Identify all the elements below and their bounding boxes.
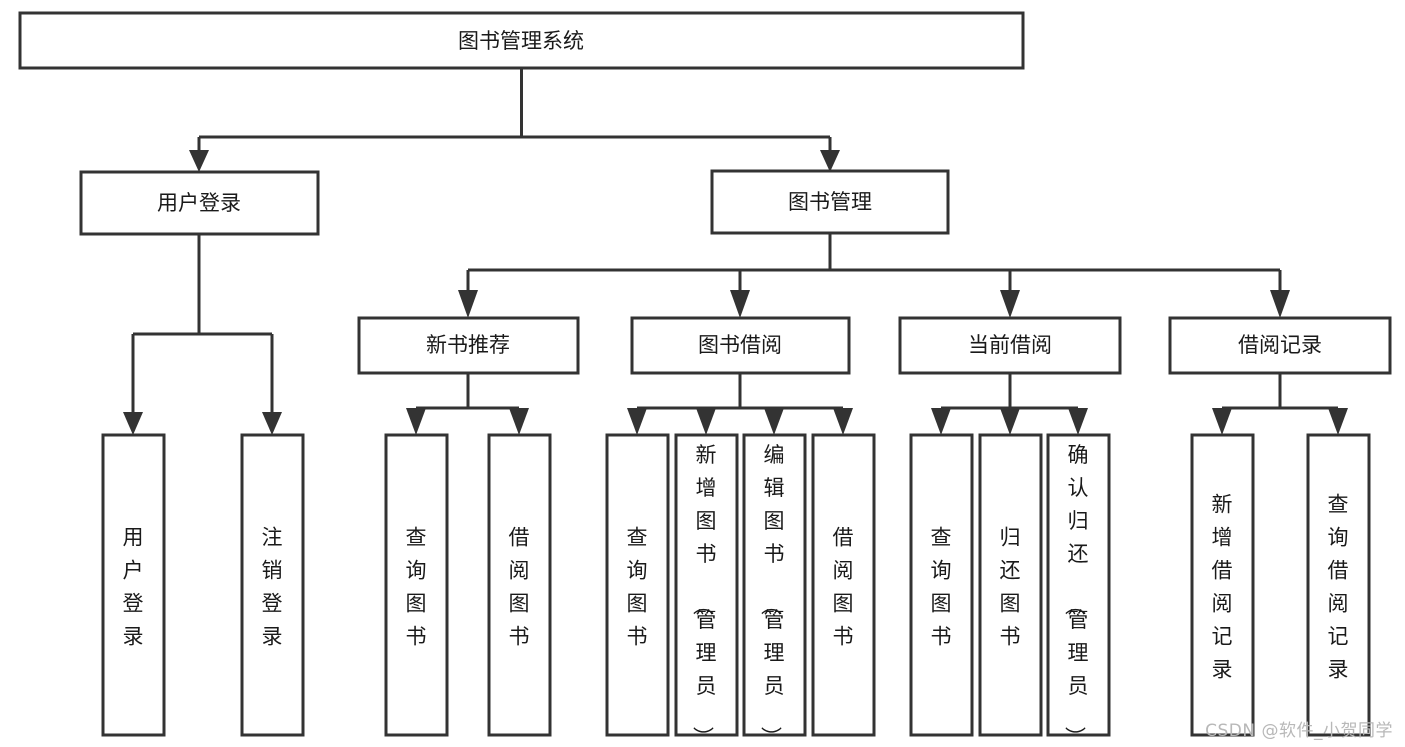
node-borrow-record-label: 借阅记录 [1238, 333, 1322, 357]
node-book-borrow-box[interactable] [630, 316, 851, 375]
leaf-query-record[interactable]: 查询借阅记录 [1306, 433, 1371, 737]
leaf-user-login-box[interactable] [101, 433, 166, 737]
node-user-login[interactable]: 用户登录 [79, 170, 320, 236]
csdn-watermark: CSDN @软件_小贺同学 [1205, 721, 1393, 741]
leaf-query-book-3-box[interactable] [909, 433, 974, 737]
leaf-add-book-label: 新增图书（管理员） [691, 443, 717, 747]
leaf-confirm-return-label: 确认归还（管理员） [1063, 443, 1089, 747]
arrow-leaf-add-record [1212, 408, 1232, 435]
arrow-leaf-query-book-1 [406, 408, 426, 435]
leaf-user-login-label: 用户登录 [123, 526, 144, 649]
leaf-add-record-label: 新增借阅记录 [1212, 493, 1233, 682]
leaf-query-book-2-box[interactable] [605, 433, 670, 737]
arrow-leaf-edit-book [764, 408, 784, 435]
arrow-borrow-record [1270, 290, 1290, 318]
node-book-borrow-label: 图书借阅 [698, 333, 782, 357]
arrow-leaf-confirm-return [1068, 408, 1088, 435]
leaf-add-record[interactable]: 新增借阅记录 [1190, 433, 1255, 737]
leaf-query-record-label: 查询借阅记录 [1328, 493, 1349, 682]
arrow-to-book-manage [820, 150, 840, 172]
leaf-add-record-box[interactable] [1190, 433, 1255, 737]
node-book-manage-box[interactable] [710, 169, 950, 235]
leaf-query-book-1[interactable]: 查询图书 [384, 433, 449, 737]
node-root-label: 图书管理系统 [458, 29, 584, 53]
node-new-book-rec-box[interactable] [357, 316, 580, 375]
arrow-leaf-add-book [696, 408, 716, 435]
arrow-current-borrow [1000, 290, 1020, 318]
leaf-query-record-box[interactable] [1306, 433, 1371, 737]
arrow-leaf-query-book-3 [931, 408, 951, 435]
leaf-borrow-book-2-box[interactable] [811, 433, 876, 737]
arrow-leaf-query-book-2 [627, 408, 647, 435]
leaf-logout-box[interactable] [240, 433, 305, 737]
node-new-book-rec-label: 新书推荐 [426, 333, 510, 357]
leaf-edit-book-box[interactable] [742, 433, 807, 737]
leaf-query-book-2-label: 查询图书 [627, 526, 648, 649]
arrow-leaf-logout [262, 412, 282, 435]
arrow-leaf-user-login [123, 412, 143, 435]
node-root-box[interactable] [18, 11, 1025, 70]
leaf-return-book-box[interactable] [978, 433, 1043, 737]
leaf-query-book-1-box[interactable] [384, 433, 449, 737]
node-current-borrow-label: 当前借阅 [968, 333, 1052, 357]
leaf-borrow-book-1[interactable]: 借阅图书 [487, 433, 552, 737]
leaf-confirm-return[interactable]: 确认归还（管理员） [1046, 433, 1111, 747]
leaf-logout-label: 注销登录 [262, 526, 283, 649]
node-root[interactable]: 图书管理系统 [18, 11, 1025, 70]
node-book-manage[interactable]: 图书管理 [710, 169, 950, 235]
leaf-borrow-book-2-label: 借阅图书 [833, 526, 854, 649]
leaf-return-book-label: 归还图书 [1000, 526, 1021, 649]
leaf-logout[interactable]: 注销登录 [240, 433, 305, 737]
arrow-to-user-login [189, 150, 209, 172]
leaf-edit-book-label: 编辑图书（管理员） [759, 443, 785, 747]
leaf-edit-book[interactable]: 编辑图书（管理员） [742, 433, 807, 747]
node-book-manage-label: 图书管理 [788, 190, 872, 214]
node-new-book-rec[interactable]: 新书推荐 [357, 316, 580, 375]
leaf-user-login[interactable]: 用户登录 [101, 433, 166, 737]
node-book-borrow[interactable]: 图书借阅 [630, 316, 851, 375]
node-user-login-label: 用户登录 [157, 191, 241, 215]
leaf-return-book[interactable]: 归还图书 [978, 433, 1043, 737]
arrow-book-borrow [730, 290, 750, 318]
arrow-leaf-borrow-book-1 [509, 408, 529, 435]
leaf-borrow-book-1-box[interactable] [487, 433, 552, 737]
leaf-query-book-2[interactable]: 查询图书 [605, 433, 670, 737]
arrow-leaf-query-record [1328, 408, 1348, 435]
arrow-new-book-rec [458, 290, 478, 318]
node-current-borrow[interactable]: 当前借阅 [898, 316, 1122, 375]
arrow-leaf-borrow-book-2 [833, 408, 853, 435]
leaf-add-book-box[interactable] [674, 433, 739, 737]
leaf-query-book-3-label: 查询图书 [931, 526, 952, 649]
leaf-query-book-3[interactable]: 查询图书 [909, 433, 974, 737]
node-borrow-record[interactable]: 借阅记录 [1168, 316, 1392, 375]
leaf-confirm-return-box[interactable] [1046, 433, 1111, 737]
node-current-borrow-box[interactable] [898, 316, 1122, 375]
leaf-borrow-book-2[interactable]: 借阅图书 [811, 433, 876, 737]
leaf-query-book-1-label: 查询图书 [406, 526, 427, 649]
node-user-login-box[interactable] [79, 170, 320, 236]
node-borrow-record-box[interactable] [1168, 316, 1392, 375]
connector-layer [123, 68, 1348, 435]
arrow-leaf-return-book [1000, 408, 1020, 435]
leaf-add-book[interactable]: 新增图书（管理员） [674, 433, 739, 747]
leaf-borrow-book-1-label: 借阅图书 [509, 526, 530, 649]
